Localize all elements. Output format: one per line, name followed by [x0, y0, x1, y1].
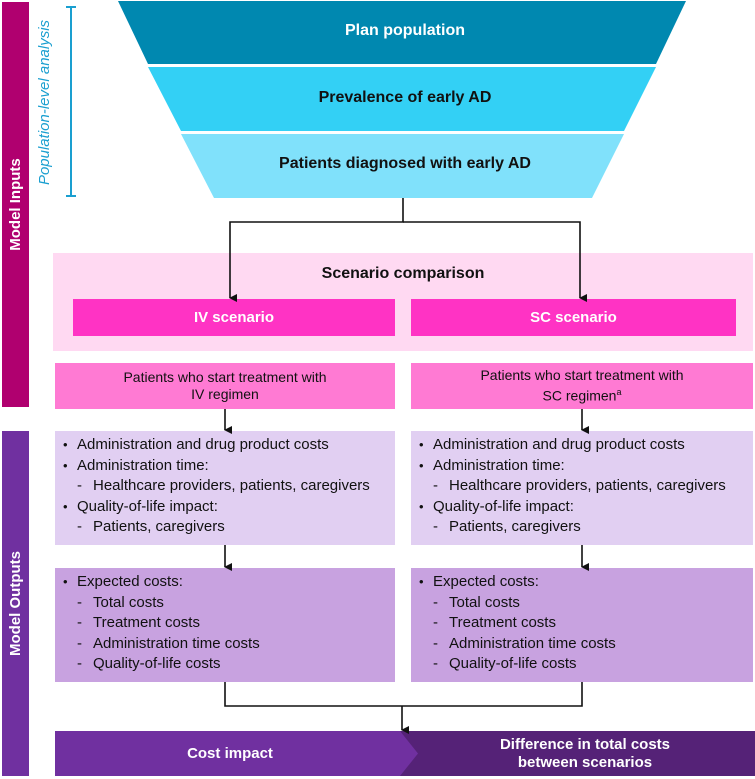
sub-list-item: Quality-of-life costs: [433, 654, 753, 675]
iv-scenario-label: IV scenario: [193, 309, 275, 326]
sub-list-item: Quality-of-life costs: [77, 654, 395, 675]
iv-start-line2: IV regimen: [191, 386, 259, 402]
sc-scenario-box: SC scenario: [411, 299, 736, 336]
model-outputs-label: Model Outputs: [7, 551, 24, 656]
sc-start-line2-wrap: SC regimena: [543, 384, 622, 405]
sc-start-line1: Patients who start treatment with: [480, 367, 684, 384]
iv-expected-costs-box: Expected costs:Total costsTreatment cost…: [55, 568, 395, 682]
iv-start-line1: Patients who start treatment with: [123, 369, 327, 385]
cost-impact-result-line1: Difference in total costs: [499, 735, 671, 753]
connector-costs-merge: [224, 682, 583, 707]
bullet-list-item: Administration time:: [63, 456, 395, 477]
bullet-list-item: Administration time:: [419, 456, 753, 477]
sub-list-item: Total costs: [77, 593, 395, 614]
sub-list-item: Healthcare providers, patients, caregive…: [433, 476, 753, 497]
cost-impact-result: Difference in total costs between scenar…: [420, 731, 750, 776]
sub-list-item: Treatment costs: [433, 613, 753, 634]
sub-list-item: Administration time costs: [77, 634, 395, 655]
sc-scenario-label: SC scenario: [530, 309, 617, 326]
sc-model-inputs-box: Administration and drug product costsAdm…: [411, 431, 753, 545]
cost-impact-bar: [55, 731, 755, 776]
sub-list-item: Healthcare providers, patients, caregive…: [77, 476, 395, 497]
sc-expected-costs-box: Expected costs:Total costsTreatment cost…: [411, 568, 753, 682]
funnel-tier-prevalence: [148, 67, 656, 131]
sub-list-item: Total costs: [433, 593, 753, 614]
bullet-list-item: Administration and drug product costs: [419, 435, 753, 456]
population-bracket: [66, 6, 76, 197]
cost-impact-result-line2: between scenarios: [517, 753, 653, 771]
sub-list-item: Patients, caregivers: [433, 517, 753, 538]
model-outputs-bar: Model Outputs: [2, 431, 29, 776]
footnote-a: a: [616, 387, 622, 398]
sub-list-item: Patients, caregivers: [77, 517, 395, 538]
sub-list-item: Treatment costs: [77, 613, 395, 634]
cost-impact-label: Cost impact: [187, 745, 273, 762]
bullet-list-item: Quality-of-life impact:: [63, 497, 395, 518]
iv-model-inputs-box: Administration and drug product costsAdm…: [55, 431, 395, 545]
funnel-tier-diagnosed: [181, 134, 624, 198]
funnel: [118, 1, 686, 198]
funnel-label-prevalence: Prevalence of early AD: [318, 89, 492, 106]
iv-start-treatment-box: Patients who start treatment with IV reg…: [55, 363, 395, 409]
scenario-comparison-title: Scenario comparison: [321, 265, 485, 282]
model-inputs-bar: Model Inputs: [2, 2, 29, 407]
sc-start-line2: SC regimen: [542, 387, 617, 404]
sc-start-treatment-box: Patients who start treatment with SC reg…: [411, 363, 753, 409]
cost-impact-right-segment: [400, 731, 755, 776]
sub-list-item: Administration time costs: [433, 634, 753, 655]
bullet-list-item: Expected costs:: [63, 572, 395, 593]
bullet-list-item: Expected costs:: [419, 572, 753, 593]
funnel-tier-plan-population: [118, 1, 686, 64]
funnel-label-diagnosed: Patients diagnosed with early AD: [279, 155, 531, 172]
bullet-list-item: Administration and drug product costs: [63, 435, 395, 456]
bullet-list-item: Quality-of-life impact:: [419, 497, 753, 518]
iv-scenario-box: IV scenario: [73, 299, 395, 336]
funnel-label-plan-population: Plan population: [345, 22, 465, 39]
